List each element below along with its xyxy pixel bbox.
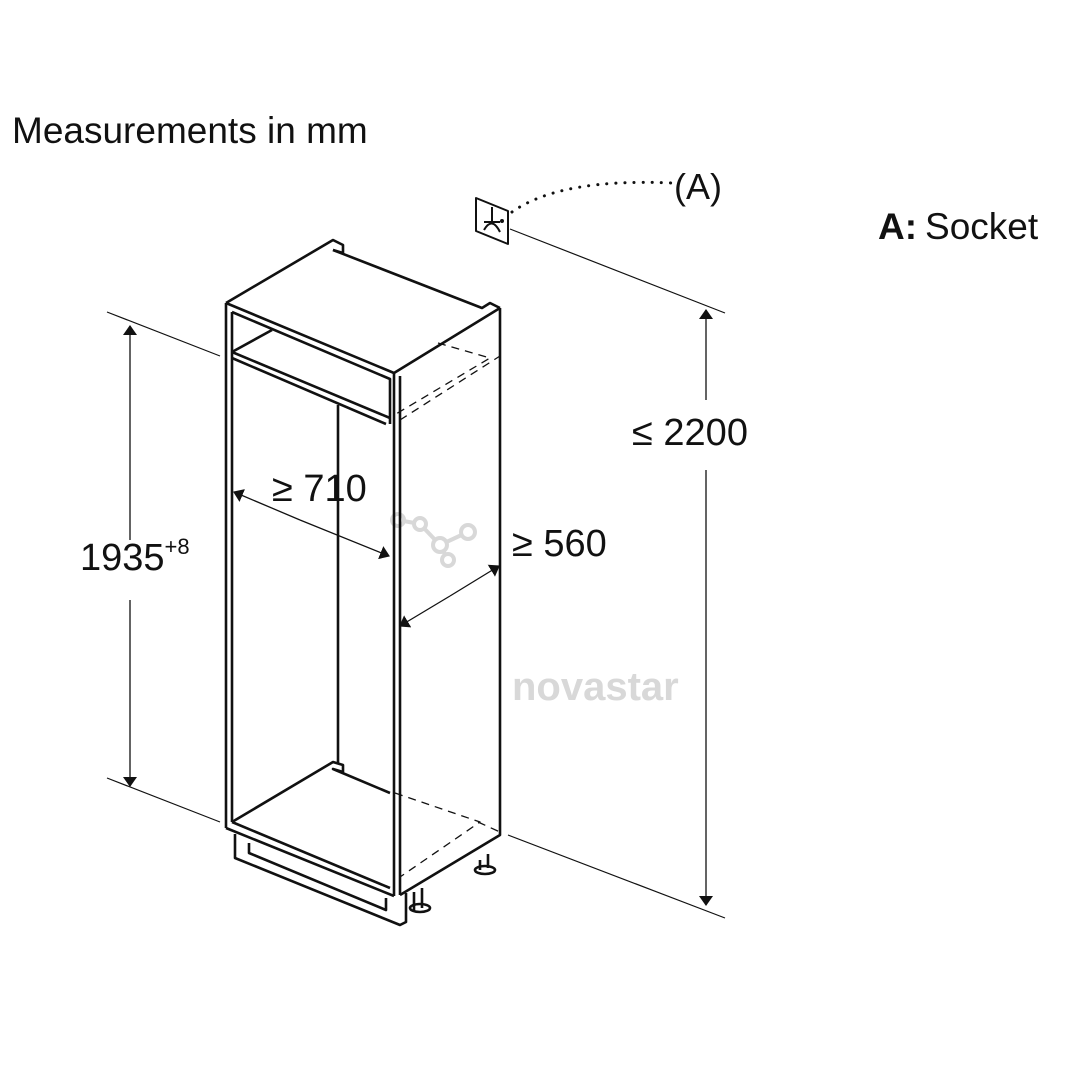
cabinet [224, 238, 502, 927]
dim-560-arrow-left [399, 595, 451, 628]
dim-1935-tolerance: +8 [165, 534, 190, 559]
hidden-edges [394, 342, 501, 878]
legend-key: A: [878, 206, 917, 247]
callout-leader [510, 180, 674, 214]
dim-560-arrow-right [449, 564, 500, 597]
callout-label: (A) [674, 166, 722, 207]
watermark-text: novastar [512, 665, 679, 709]
socket-icon [475, 197, 509, 245]
dim-1935-value: 1935 [80, 537, 165, 579]
legend: A:Socket [878, 206, 1039, 247]
page-title: Measurements in mm [12, 110, 368, 151]
legend-label: Socket [925, 206, 1039, 247]
callout-text: (A) [674, 166, 722, 207]
extension-lines [106, 228, 726, 919]
dim-560-label: ≥ 560 [512, 523, 607, 565]
dim-710-arrow-left [233, 489, 301, 521]
dim-2200-label: ≤ 2200 [632, 412, 748, 454]
dim-1935-label: 1935+8 [80, 534, 190, 579]
watermark-network-icon [390, 512, 477, 568]
dim-710-label: ≥ 710 [272, 468, 367, 510]
dim-710-arrow-right [299, 519, 390, 560]
